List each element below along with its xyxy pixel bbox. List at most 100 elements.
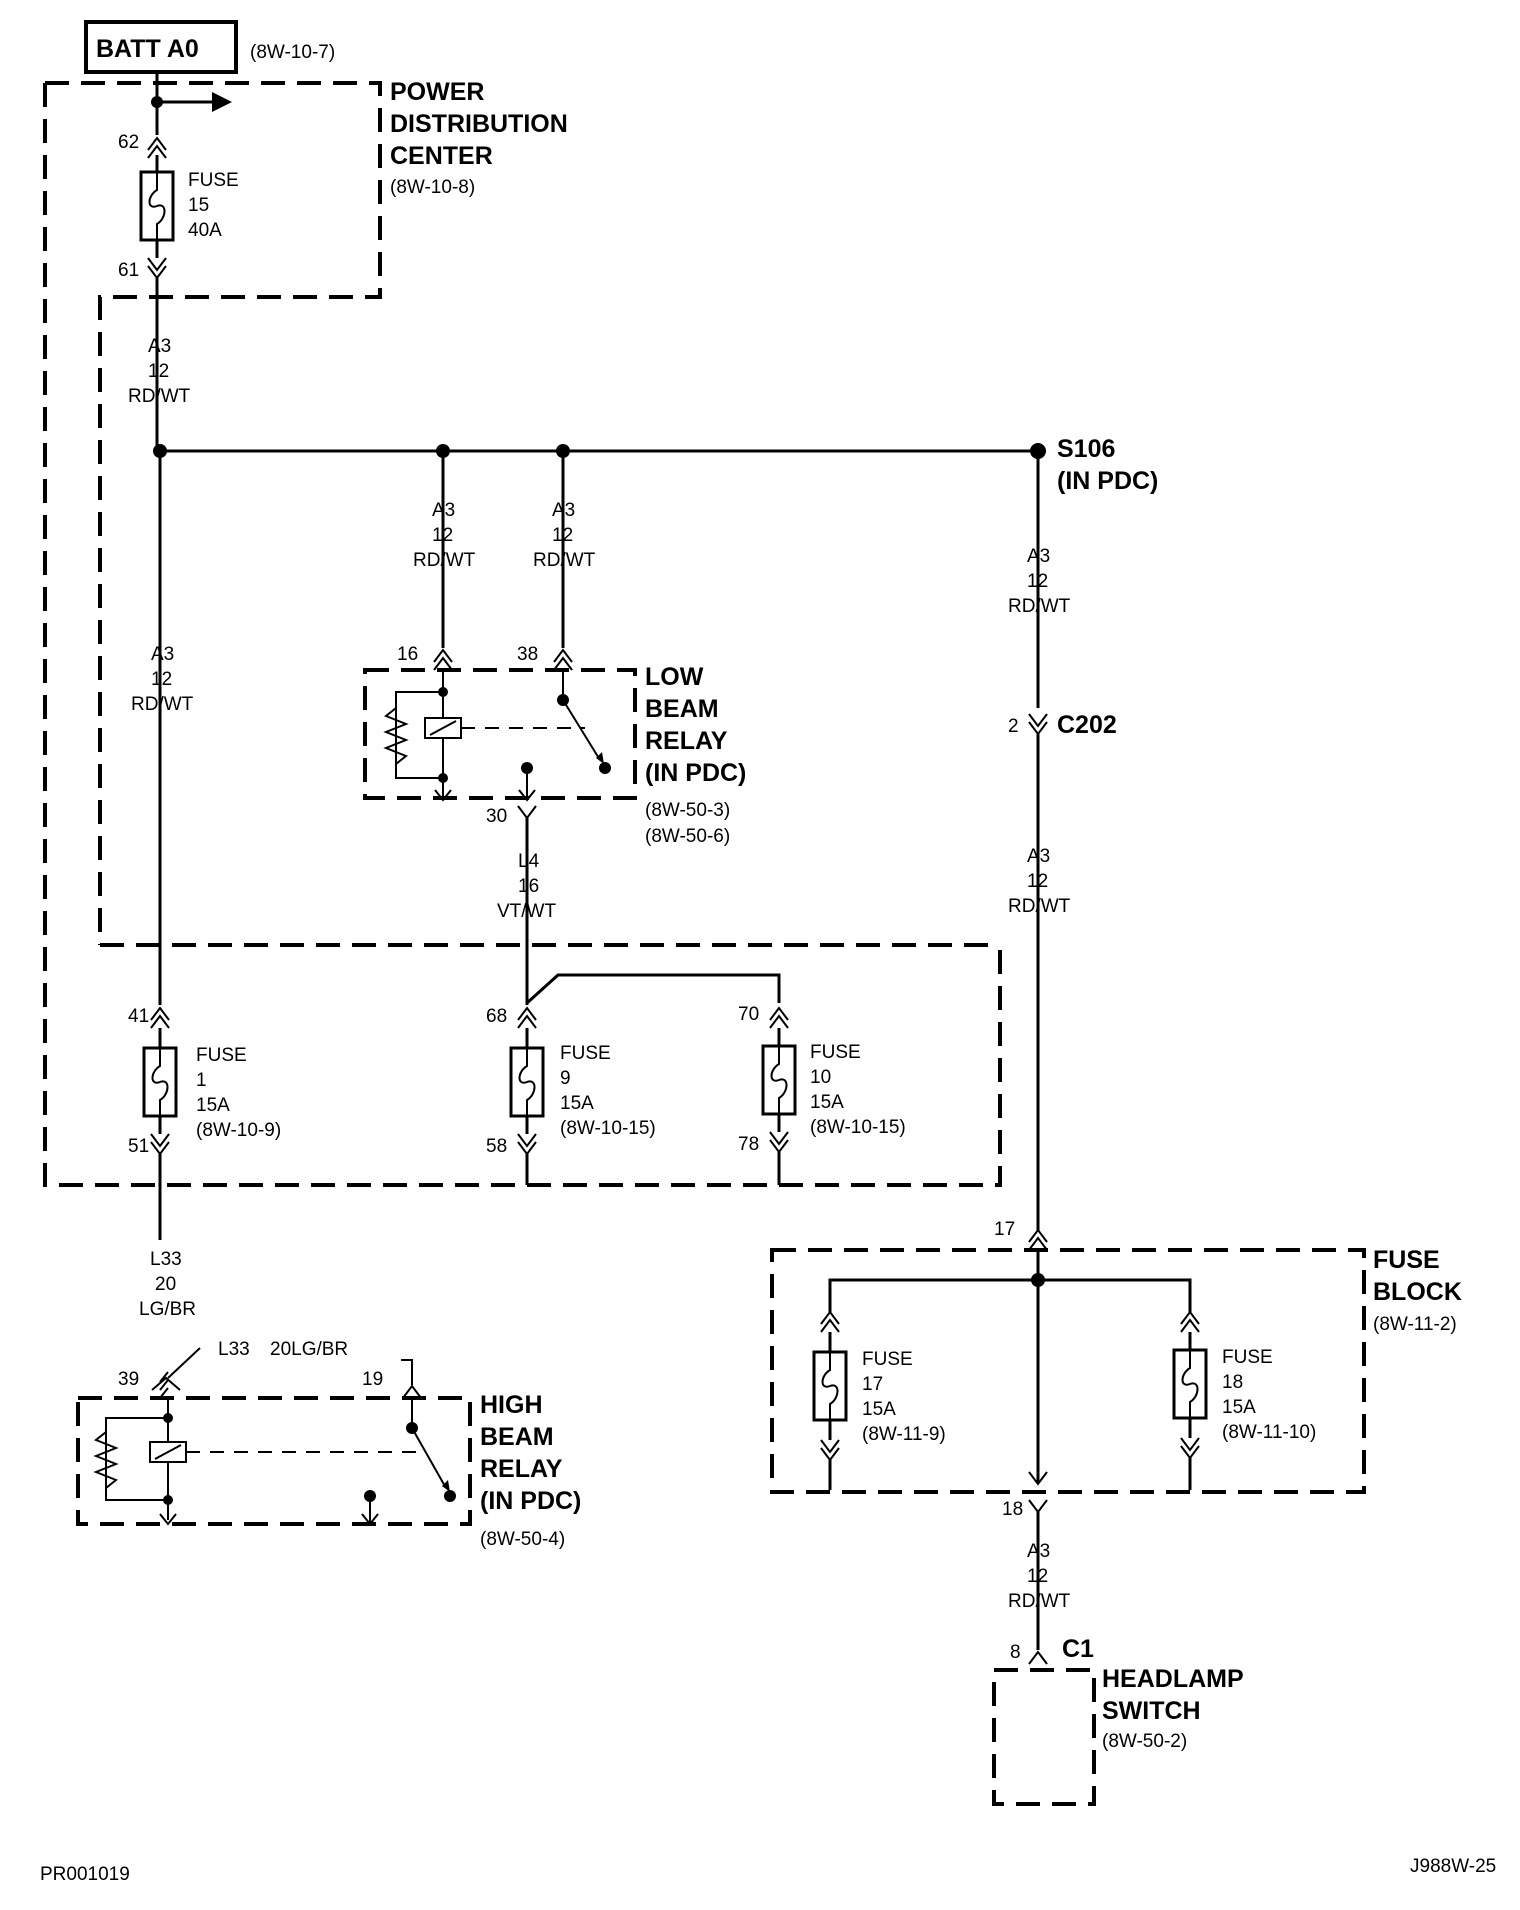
fuse-element-icon — [821, 1352, 839, 1420]
wire-a3-color: RD/WT — [128, 386, 191, 407]
low-beam-pin-coil: 16 — [397, 644, 418, 665]
fuse1-pin-out: 51 — [128, 1136, 149, 1157]
wire-a3-circuit: A3 — [1027, 846, 1050, 867]
connector-chevron-icon — [433, 648, 453, 671]
fuse-block-pin-out: 18 — [1002, 1499, 1023, 1520]
fuse1-name: FUSE — [196, 1045, 247, 1066]
connector-chevron-icon — [1028, 1499, 1048, 1514]
wire-a3-circuit: A3 — [151, 644, 174, 665]
wire-a3-color: RD/WT — [1008, 1591, 1071, 1612]
wire-l4-circuit: L4 — [518, 851, 540, 872]
high-beam-ref: (8W-50-4) — [480, 1529, 565, 1550]
fuse-element-icon — [770, 1046, 788, 1114]
battery-box — [84, 20, 238, 74]
high-beam-pin-coil: 39 — [118, 1369, 139, 1390]
connector-chevron-icon — [402, 1384, 422, 1399]
connector-chevron-icon — [147, 257, 167, 280]
connector-chevron-icon — [517, 1006, 537, 1029]
splice-location: (IN PDC) — [1057, 467, 1158, 495]
fuse18-name: FUSE — [1222, 1347, 1273, 1368]
connector-chevron-icon — [820, 1310, 840, 1333]
fuse9-rating: 15A — [560, 1093, 594, 1114]
fuse15-rating: 40A — [188, 220, 222, 241]
fuse10-ref: (8W-10-15) — [810, 1117, 906, 1138]
fuse17-number: 17 — [862, 1374, 883, 1395]
headlamp-pin: 8 — [1010, 1642, 1021, 1663]
wire-l4-color: VT/WT — [497, 901, 556, 922]
headlamp-title-2: SWITCH — [1102, 1697, 1201, 1725]
wire-a3-gauge: 12 — [432, 525, 453, 546]
high-beam-title-4: (IN PDC) — [480, 1487, 581, 1515]
fuse1-rating: 15A — [196, 1095, 230, 1116]
connector-chevron-icon — [150, 1006, 170, 1029]
headlamp-title-1: HEADLAMP — [1102, 1665, 1244, 1693]
wire-l33-inline2: 20LG/BR — [270, 1339, 348, 1360]
fuse-block-title-2: BLOCK — [1373, 1278, 1462, 1306]
pdc-outer-left-boundary — [43, 83, 1002, 1187]
connector-chevron-icon — [1180, 1437, 1200, 1460]
high-beam-pin-switch: 19 — [362, 1369, 383, 1390]
wire-a3-gauge: 12 — [552, 525, 573, 546]
fuse9-pin-in: 68 — [486, 1006, 507, 1027]
fuse-block-ref: (8W-11-2) — [1373, 1314, 1457, 1335]
fuse15-number: 15 — [188, 195, 209, 216]
connector-chevron-icon — [159, 1371, 169, 1399]
low-beam-ref-1: (8W-50-3) — [645, 800, 730, 821]
fuse17-rating: 15A — [862, 1399, 896, 1420]
fuse1-ref: (8W-10-9) — [196, 1120, 281, 1141]
connector-chevron-icon — [517, 1133, 537, 1156]
fuse10-rating: 15A — [810, 1092, 844, 1113]
splice-name: S106 — [1057, 435, 1115, 463]
fuse-element-icon — [518, 1048, 536, 1116]
connector-chevron-icon — [769, 1131, 789, 1154]
fuse9-ref: (8W-10-15) — [560, 1118, 656, 1139]
wire-a3-color: RD/WT — [131, 694, 194, 715]
arrow-right-icon — [212, 92, 232, 112]
low-beam-ref-2: (8W-50-6) — [645, 826, 730, 847]
low-beam-title-1: LOW — [645, 663, 704, 691]
connector-chevron-icon — [1028, 713, 1048, 736]
wire-a3-gauge: 12 — [1027, 1566, 1048, 1587]
high-beam-relay-box — [76, 1396, 472, 1526]
connector-chevron-icon — [769, 1006, 789, 1029]
fuse10-number: 10 — [810, 1067, 831, 1088]
headlamp-switch-box — [992, 1668, 1096, 1806]
pdc-upper-boundary — [45, 81, 382, 945]
connector-chevron-icon — [1180, 1310, 1200, 1333]
wire-a3-circuit: A3 — [1027, 546, 1050, 567]
battery-ref: (8W-10-7) — [250, 42, 335, 63]
low-beam-relay-box — [363, 668, 637, 800]
pdc-ref: (8W-10-8) — [390, 177, 475, 198]
connector-chevron-icon — [553, 648, 573, 671]
wire-a3-color: RD/WT — [413, 550, 476, 571]
low-beam-pin-switch: 38 — [517, 644, 538, 665]
connector-chevron-icon — [147, 136, 167, 159]
high-beam-title-1: HIGH — [480, 1391, 543, 1419]
headlamp-ref: (8W-50-2) — [1102, 1731, 1187, 1752]
footer-right-id: J988W-25 — [1410, 1856, 1496, 1877]
fuse10-name: FUSE — [810, 1042, 861, 1063]
wire-a3-circuit: A3 — [432, 500, 455, 521]
pdc-title-1: POWER — [390, 78, 484, 106]
wire-a3-circuit: A3 — [1027, 1541, 1050, 1562]
wire-a3-gauge: 12 — [148, 361, 169, 382]
low-beam-title-3: RELAY — [645, 727, 728, 755]
fuse15-pin-out: 61 — [118, 260, 139, 281]
wire-a3-gauge: 12 — [1027, 571, 1048, 592]
fuse17-name: FUSE — [862, 1349, 913, 1370]
fuse9-pin-out: 58 — [486, 1136, 507, 1157]
relay-switch-contact-icon — [562, 699, 601, 761]
low-beam-pin-out: 30 — [486, 806, 507, 827]
resistor-icon — [93, 1431, 119, 1489]
connector-chevron-icon — [1028, 1650, 1048, 1665]
high-beam-title-2: BEAM — [480, 1423, 554, 1451]
pdc-title-3: CENTER — [390, 142, 493, 170]
wire-l33-color: LG/BR — [139, 1299, 196, 1320]
wire-l4-gauge: 16 — [518, 876, 539, 897]
fuse9-name: FUSE — [560, 1043, 611, 1064]
low-beam-title-2: BEAM — [645, 695, 719, 723]
c202-pin: 2 — [1008, 716, 1019, 737]
fuse10-pin-in: 70 — [738, 1004, 759, 1025]
fuse1-pin-in: 41 — [128, 1006, 149, 1027]
resistor-icon — [383, 707, 409, 765]
